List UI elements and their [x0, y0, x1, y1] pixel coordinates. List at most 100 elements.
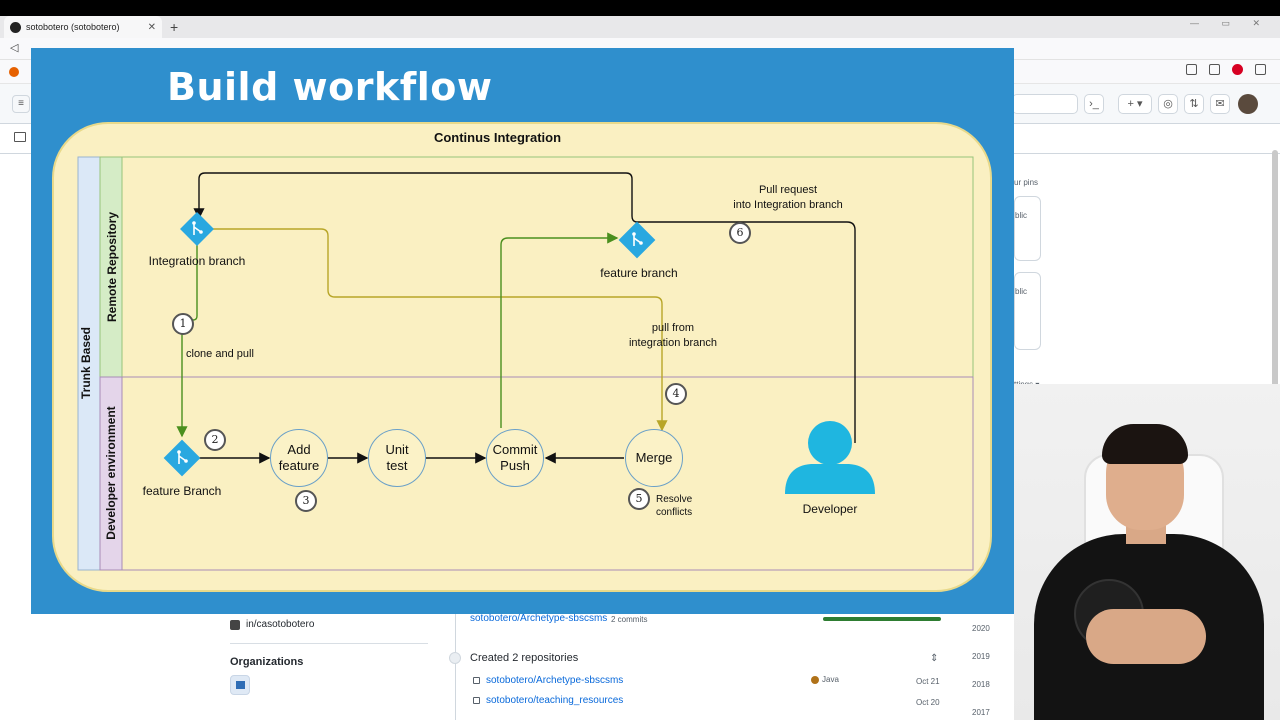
commit-progress-bar [823, 617, 941, 621]
pull-from-label: pull from [651, 322, 695, 334]
tab-title: sotobotero (sotobotero) [26, 22, 120, 32]
year-link[interactable]: 2019 [972, 652, 990, 661]
merge-node: Merge [625, 429, 683, 487]
add-feature-label-line2: feature [278, 458, 320, 473]
organization-avatar[interactable] [230, 675, 250, 695]
back-icon[interactable]: ◁ [10, 42, 19, 54]
toolbar-icons [1186, 64, 1266, 75]
pull-requests-icon[interactable]: ⇅ [1184, 94, 1204, 114]
trunk-based-label: Trunk Based [79, 326, 93, 400]
feature-branch-dev-label: feature Branch [142, 484, 222, 498]
lock-icon [473, 677, 480, 684]
commit-repo-link[interactable]: sotobotero/Archetype-sbscsms [470, 613, 608, 624]
remote-repository-label: Remote Repository [105, 211, 119, 323]
repo-date: Oct 20 [916, 698, 940, 707]
integration-branch-label: Integration branch [148, 254, 246, 268]
scrollbar[interactable] [1272, 150, 1278, 540]
collapse-icon[interactable]: ⇕ [930, 653, 939, 664]
continuous-integration-box [52, 122, 992, 592]
step-number: 5 [628, 488, 650, 510]
public-badge: blic [1015, 211, 1028, 220]
dev-lane [121, 376, 974, 571]
pins-label[interactable]: ur pins [1014, 178, 1039, 187]
developer-label: Developer [802, 502, 858, 516]
new-tab-button[interactable]: + [170, 19, 179, 35]
developer-head-icon [808, 421, 852, 465]
pull-from-integration-arrow [211, 228, 668, 432]
book-icon[interactable] [14, 132, 26, 142]
clone-and-pull-arrow [176, 244, 198, 438]
resolve-conflicts-label: Resolve [656, 494, 693, 505]
repo-language: Java [822, 675, 839, 684]
presenter-hands [1086, 609, 1206, 664]
timeline-line [455, 610, 456, 720]
step-number: 1 [172, 313, 194, 335]
presentation-slide: Build workflow Continus Integration [31, 48, 1014, 614]
presenter-hair [1102, 424, 1188, 464]
screen-top-bar [0, 0, 1280, 16]
menu-icon[interactable] [1255, 64, 1266, 75]
webcam-overlay [1014, 384, 1280, 720]
step-number: 3 [295, 490, 317, 512]
year-link[interactable]: 2017 [972, 708, 990, 717]
linkedin-link[interactable]: in/casotobotero [246, 619, 315, 630]
git-icon [163, 439, 201, 477]
clone-and-pull-label: clone and pull [186, 348, 254, 360]
add-feature-label: Add [287, 442, 311, 457]
pinned-repo-card[interactable]: blic [1014, 196, 1041, 261]
public-badge: blic [1015, 287, 1028, 296]
repo-link[interactable]: sotobotero/Archetype-sbscsms [486, 675, 624, 686]
git-icon [180, 212, 214, 246]
pull-request-label: Pull request [758, 184, 818, 196]
feature-branch-remote-label: feature branch [600, 266, 678, 280]
browser-tab[interactable]: sotobotero (sotobotero) ✕ [4, 16, 162, 38]
step-number: 4 [665, 383, 687, 405]
music-icon[interactable] [1186, 64, 1197, 75]
created-repositories-heading: Created 2 repositories [470, 652, 579, 664]
divider [230, 643, 428, 644]
language-color-dot [811, 676, 819, 684]
step-number: 6 [729, 222, 751, 244]
browser-tab-bar: sotobotero (sotobotero) ✕ + — ▭ ✕ [0, 16, 1280, 38]
slide-title: Build workflow [167, 65, 493, 109]
issues-icon[interactable]: ◎ [1158, 94, 1178, 114]
github-icon [10, 21, 21, 33]
commit-push-label: Commit [492, 442, 538, 457]
resolve-conflicts-label-line2: conflicts [656, 507, 693, 518]
extension-icon[interactable] [1232, 64, 1243, 75]
repo-link[interactable]: sotobotero/teaching_resources [486, 695, 624, 706]
organizations-heading: Organizations [230, 656, 304, 668]
sidebar-icon[interactable] [1209, 64, 1220, 75]
commit-count[interactable]: 2 commits [611, 615, 648, 624]
window-controls[interactable]: — ▭ ✕ [1189, 18, 1270, 28]
merge-label: Merge [635, 450, 673, 465]
year-link[interactable]: 2018 [972, 680, 990, 689]
developer-body-icon [785, 464, 875, 494]
pull-from-label-line2: integration branch [628, 337, 718, 349]
continuous-integration-label: Continus Integration [433, 130, 562, 145]
inbox-icon[interactable]: ✉ [1210, 94, 1230, 114]
linkedin-icon [230, 620, 240, 630]
close-icon[interactable]: ✕ [147, 21, 156, 33]
repo-date: Oct 21 [916, 677, 940, 686]
unit-test-label-line2: test [386, 458, 408, 473]
command-palette-icon[interactable]: ›_ [1084, 94, 1104, 114]
pull-request-arrow [193, 172, 856, 443]
year-link[interactable]: 2020 [972, 624, 990, 633]
avatar[interactable] [1238, 94, 1258, 114]
create-new-button[interactable]: + ▾ [1118, 94, 1152, 114]
unit-test-label: Unit [385, 442, 409, 457]
commit-push-label-line2: Push [500, 458, 530, 473]
developer-environment-label: Developer environment [104, 406, 118, 540]
pull-request-label-line2: into Integration branch [733, 199, 843, 211]
search-input[interactable] [1012, 94, 1078, 114]
workflow-diagram [77, 156, 974, 571]
pinned-repo-card[interactable]: blic [1014, 272, 1041, 350]
hamburger-icon[interactable]: ≡ [12, 95, 30, 113]
git-icon [618, 221, 656, 259]
lock-icon [473, 697, 480, 704]
commit-push-arrow [500, 232, 619, 428]
